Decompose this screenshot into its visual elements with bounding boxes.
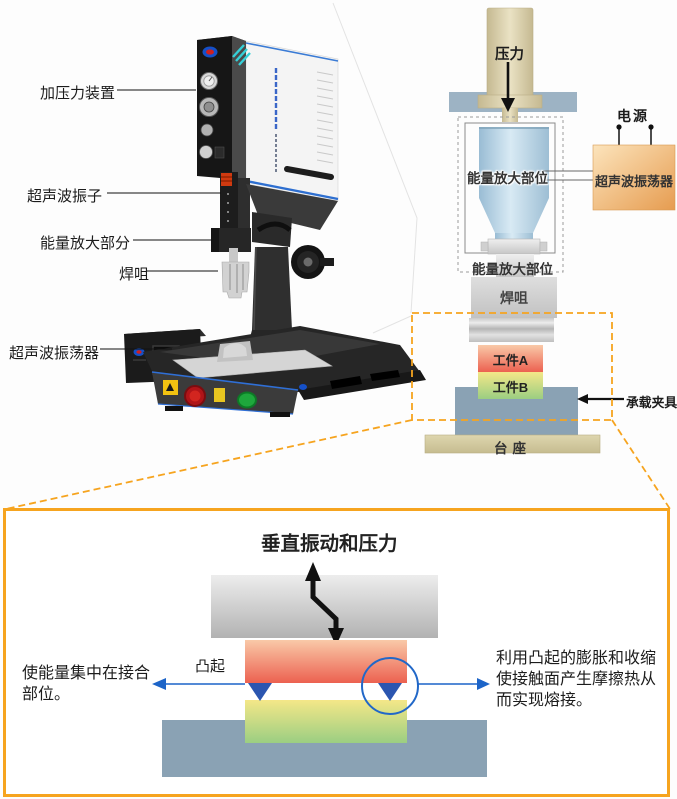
label-sticker-icon — [214, 388, 225, 402]
schematic-label-workpiece-a: 工件A — [492, 353, 529, 368]
vibration-arrow — [305, 562, 344, 646]
schematic-base — [424, 434, 601, 454]
machine-label-booster: 能量放大部分 — [40, 236, 131, 252]
schematic-illustration — [424, 7, 676, 454]
schematic-label-fixture: 承载夹具 — [626, 395, 677, 410]
machine-vibrator-column — [220, 172, 238, 244]
machine-label-horn-tip: 焊咀 — [119, 267, 150, 283]
schematic-label-booster-lower: 能量放大部位 — [472, 262, 553, 277]
schematic-label-power: 电源 — [617, 108, 649, 124]
detail-right-note: 利用凸起的膨胀和收缩 使接触面产生摩擦热从 而实现熔接。 — [496, 650, 657, 709]
detail-title: 垂直振动和压力 — [261, 533, 398, 555]
machine-logo-slashes — [232, 44, 251, 66]
schematic-workpiece-b — [478, 372, 543, 399]
schematic-horn-box — [471, 277, 557, 318]
zoom-callout — [5, 312, 671, 510]
protrusion-highlight-circle — [361, 657, 419, 715]
schematic-oscillator-box — [592, 144, 676, 211]
schematic-label-base: 台座 — [494, 441, 531, 456]
detail-workpiece-a-block — [245, 640, 407, 683]
machine-handle — [284, 166, 334, 180]
schematic-label-pressure: 压力 — [495, 47, 524, 63]
schematic-label-booster-upper: 能量放大部位 — [467, 171, 548, 186]
detail-label-protrusion: 凸起 — [195, 658, 226, 675]
schematic-booster-horn — [479, 127, 549, 277]
start-button — [237, 391, 257, 409]
schematic-label-horn-tip: 焊咀 — [500, 290, 528, 306]
schematic-label-oscillator: 超声波振荡器 — [594, 174, 673, 189]
machine-label-pressure-device: 加压力装置 — [40, 86, 116, 102]
projection-lines — [332, 2, 418, 334]
detail-workpiece-b-block — [245, 700, 407, 743]
machine-worktable — [172, 349, 333, 379]
machine-horn-tip — [221, 261, 250, 299]
protrusion-triangle — [248, 683, 272, 701]
machine-pillar — [252, 247, 292, 330]
machine-label-vibrator: 超声波振子 — [27, 189, 103, 205]
detail-left-note: 使能量集中在接合 部位。 — [22, 665, 151, 703]
schematic-workpiece-a — [478, 345, 543, 372]
label-pointer-lines — [100, 89, 221, 350]
machine-illustration — [124, 36, 426, 417]
protrusion-triangle — [378, 683, 402, 701]
detail-illustration — [152, 562, 490, 777]
schematic-label-workpiece-b: 工件B — [492, 380, 529, 395]
machine-label-oscillator: 超声波振荡器 — [9, 346, 100, 362]
